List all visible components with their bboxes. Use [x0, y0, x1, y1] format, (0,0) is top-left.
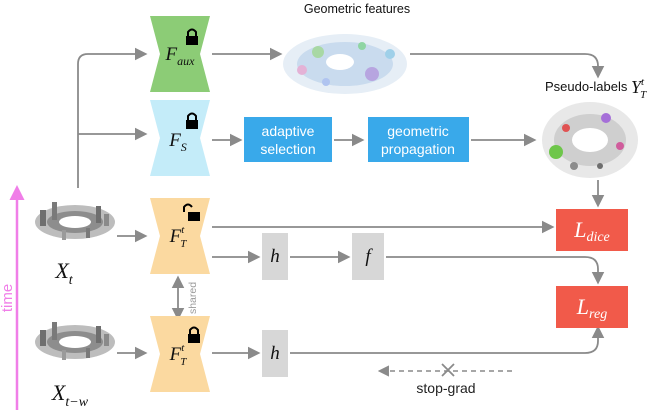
arrow-hpast-to-lreg	[290, 325, 605, 354]
loss-reg-box: Lreg	[556, 286, 628, 328]
svg-text:Faux: Faux	[165, 44, 196, 68]
svg-text:FS: FS	[168, 130, 187, 154]
loss-dice-box: Ldice	[556, 209, 628, 251]
unlock-icon	[183, 203, 200, 221]
arrow-xt-to-faux	[77, 47, 148, 188]
head-h-current: h	[262, 233, 288, 280]
lock-icon	[188, 326, 200, 343]
svg-text:selection: selection	[260, 141, 315, 157]
x-t-w-label: Xt−w	[51, 380, 89, 410]
pseudo-labels-cloud	[542, 102, 638, 178]
point-cloud-xt	[35, 202, 115, 240]
geometric-propagation-box: geometric propagation	[368, 117, 469, 162]
svg-text:Ldice: Ldice	[573, 217, 610, 245]
head-h-past: h	[262, 330, 288, 377]
arrow-f-to-lreg	[386, 256, 605, 285]
block-f-aux: Faux	[150, 16, 210, 92]
svg-text:h: h	[270, 246, 280, 267]
svg-text:Lreg: Lreg	[576, 294, 607, 322]
shared-label: shared	[187, 282, 199, 314]
geometric-features-cloud	[283, 34, 407, 94]
svg-text:Pseudo-labels: Pseudo-labels	[545, 79, 628, 94]
x-t-label: Xt	[54, 258, 73, 288]
svg-text:adaptive: adaptive	[262, 123, 315, 139]
svg-text:FtT: FtT	[169, 342, 188, 368]
time-label: time	[0, 284, 16, 312]
svg-text:YtT: YtT	[631, 76, 647, 101]
svg-text:f: f	[365, 246, 373, 267]
block-f-s: FS	[150, 100, 210, 176]
head-f: f	[352, 233, 384, 280]
lock-icon	[186, 112, 198, 129]
lock-icon	[186, 28, 198, 45]
svg-text:geometric: geometric	[387, 123, 448, 139]
stop-grad-label: stop-grad	[416, 380, 475, 396]
adaptive-selection-box: adaptive selection	[244, 117, 332, 162]
svg-text:h: h	[270, 343, 280, 364]
point-cloud-xtw	[35, 322, 115, 360]
svg-text:FtT: FtT	[169, 224, 188, 250]
svg-text:propagation: propagation	[381, 141, 455, 157]
stop-grad-cross-icon	[441, 363, 455, 377]
arrow-features-to-pseudo	[410, 53, 605, 79]
geometric-features-label: Geometric features	[304, 2, 410, 16]
